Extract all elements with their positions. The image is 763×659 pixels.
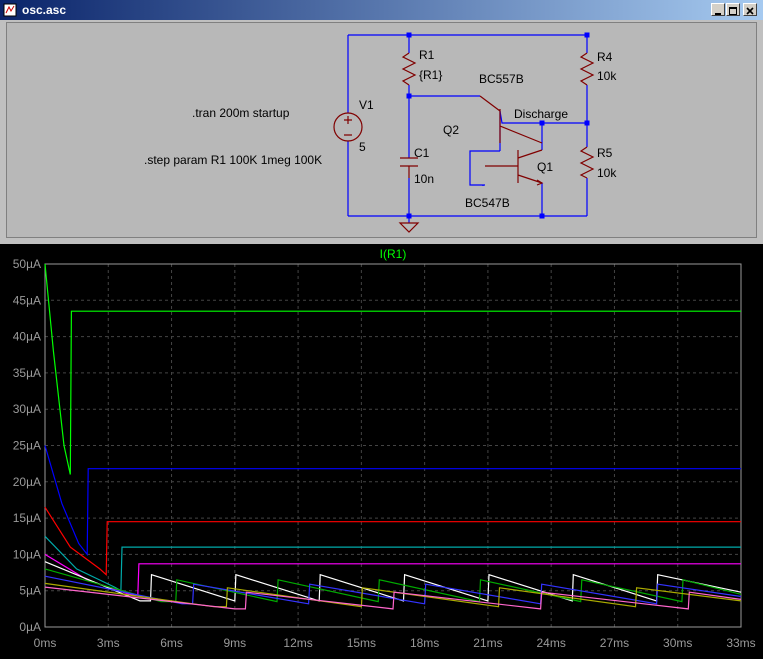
r5-name: R5 [597,146,613,160]
close-button[interactable] [743,3,757,16]
window-title: osc.asc [22,3,67,17]
y-tick-label: 10µA [13,547,41,561]
x-tick-label: 30ms [663,636,692,650]
q1-symbol[interactable] [485,149,543,184]
close-icon [746,7,754,15]
x-tick-label: 12ms [283,636,312,650]
r5-value: 10k [597,166,617,180]
step-directive[interactable]: .step param R1 100K 1meg 100K [144,153,322,167]
minimize-icon [715,13,721,15]
trace-line-6[interactable] [44,568,742,603]
ground-icon [398,222,420,233]
r5-symbol[interactable] [579,146,595,179]
trace-line-1[interactable] [44,445,741,557]
waveform-plot[interactable]: 0ms 3ms 6ms 9ms 12ms 15ms 18ms 21ms 24ms 27ms 30ms… [0,244,763,659]
y-tick-label: 30µA [13,402,41,416]
r4-name: R4 [597,50,613,64]
y-tick-label: 15µA [13,511,41,525]
schematic-canvas[interactable]: .tran 200m startup .step param R1 100K 1… [6,22,757,238]
q1-emitter-arrow [536,179,544,186]
y-tick-label: 25µA [13,439,41,453]
minimize-button[interactable] [711,3,725,16]
x-tick-label: 33ms [726,636,755,650]
r1-value: {R1} [419,68,442,82]
y-tick-label: 40µA [13,330,41,344]
window-title-bar[interactable]: osc.asc [0,0,763,20]
schematic-wires [347,34,588,223]
ltspice-app-icon [3,3,17,17]
v1-symbol[interactable] [333,112,363,142]
net-label-discharge: Discharge [514,107,568,121]
schematic-junctions [406,32,590,219]
r1-name: R1 [419,48,435,62]
maximize-button[interactable] [726,3,740,16]
q2-name: Q2 [443,123,459,137]
y-tick-label: 20µA [13,475,41,489]
r4-value: 10k [597,69,617,83]
c1-symbol[interactable] [400,157,418,178]
x-tick-label: 6ms [160,636,183,650]
v1-name: V1 [359,98,374,112]
waveform-viewer[interactable]: 0ms 3ms 6ms 9ms 12ms 15ms 18ms 21ms 24ms 27ms 30ms… [0,244,763,659]
r4-symbol[interactable] [579,52,595,86]
r1-symbol[interactable] [401,52,417,86]
q2-model: BC557B [479,72,524,86]
y-tick-label: 0µA [19,620,41,634]
v1-polarity [344,116,352,136]
trace-title[interactable]: I(R1) [380,247,407,261]
x-tick-label: 15ms [347,636,376,650]
q1-name: Q1 [537,160,553,174]
y-tick-label: 45µA [13,293,41,307]
trace-line-2[interactable] [44,506,741,577]
trace-line-8[interactable] [44,582,742,608]
y-tick-label: 50µA [13,257,41,271]
x-tick-label: 24ms [537,636,566,650]
trace-line-9[interactable] [44,586,742,610]
y-tick-label: 35µA [13,366,41,380]
q1-model: BC547B [465,196,510,210]
x-tick-label: 27ms [600,636,629,650]
c1-value: 10n [414,172,434,186]
maximize-icon [729,7,737,15]
x-tick-label: 18ms [410,636,439,650]
x-tick-label: 21ms [473,636,502,650]
v1-value: 5 [359,140,366,154]
tran-directive[interactable]: .tran 200m startup [192,106,290,120]
c1-name: C1 [414,146,430,160]
x-tick-label: 3ms [97,636,120,650]
x-tick-label: 9ms [223,636,246,650]
q2-symbol[interactable] [479,95,543,144]
trace-line-0[interactable] [44,263,741,475]
y-tick-label: 5µA [19,584,41,598]
x-tick-label: 0ms [34,636,57,650]
